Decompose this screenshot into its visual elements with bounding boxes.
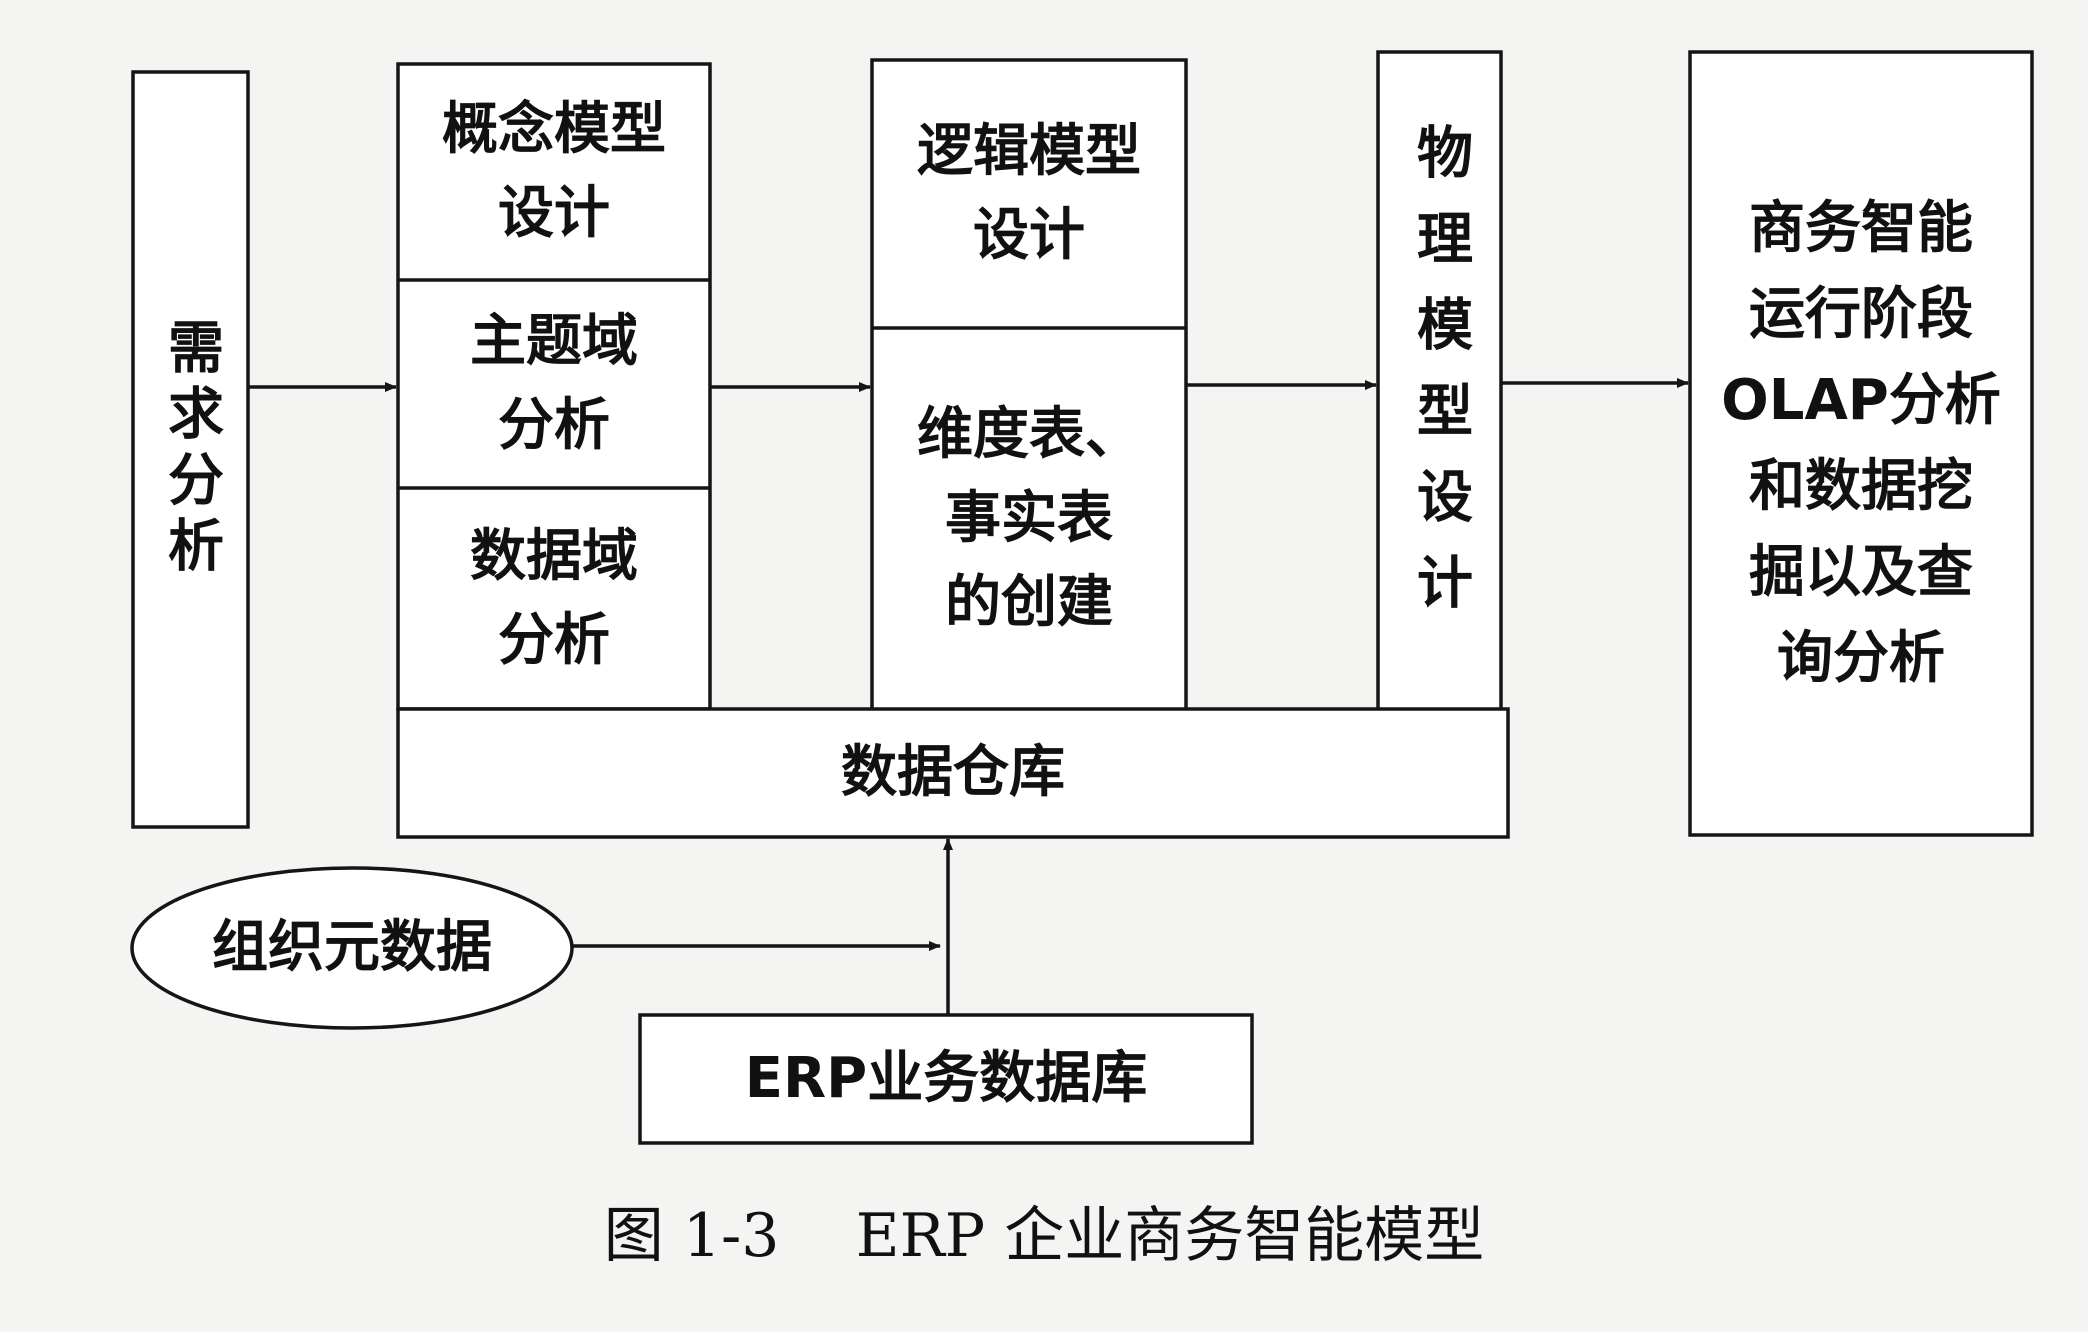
org-metadata-ellipse [130, 866, 574, 1030]
design-column-box [396, 62, 712, 711]
figure-title: ERP 企业商务智能模型 [855, 1200, 1485, 1271]
data-warehouse-box [396, 707, 1510, 839]
org-metadata-label: 组织元数据 [212, 915, 492, 980]
dim-fact-tables-label: 维度表、 事实表 的创建 [917, 402, 1141, 635]
physical-model-label: 物理模型设计 [1407, 123, 1473, 639]
erp-db-label: ERP业务数据库 [744, 1046, 1148, 1111]
data-domain-label: 数据域 分析 [470, 523, 638, 673]
figure-caption: 图 1-3 ERP 企业商务智能模型 [0, 1185, 2088, 1275]
logical-column-box [870, 58, 1188, 712]
conceptual-model-label: 概念模型 设计 [442, 97, 666, 246]
erp-db-box [638, 1013, 1254, 1145]
subject-domain-label: 主题域 分析 [470, 309, 638, 458]
requirements-label: 需求分析 [158, 317, 224, 582]
requirements-box [131, 70, 250, 829]
bi-stage-label: 商务智能 运行阶段 OLAP分析 和数据挖 掘以及查 询分析 [1721, 195, 2001, 691]
data-warehouse-label: 数据仓库 [841, 740, 1065, 805]
figure-number: 图 1-3 [603, 1200, 780, 1271]
caption-gap [779, 1195, 855, 1265]
bi-stage-box [1688, 50, 2034, 837]
logical-model-label: 逻辑模型 设计 [917, 119, 1141, 268]
